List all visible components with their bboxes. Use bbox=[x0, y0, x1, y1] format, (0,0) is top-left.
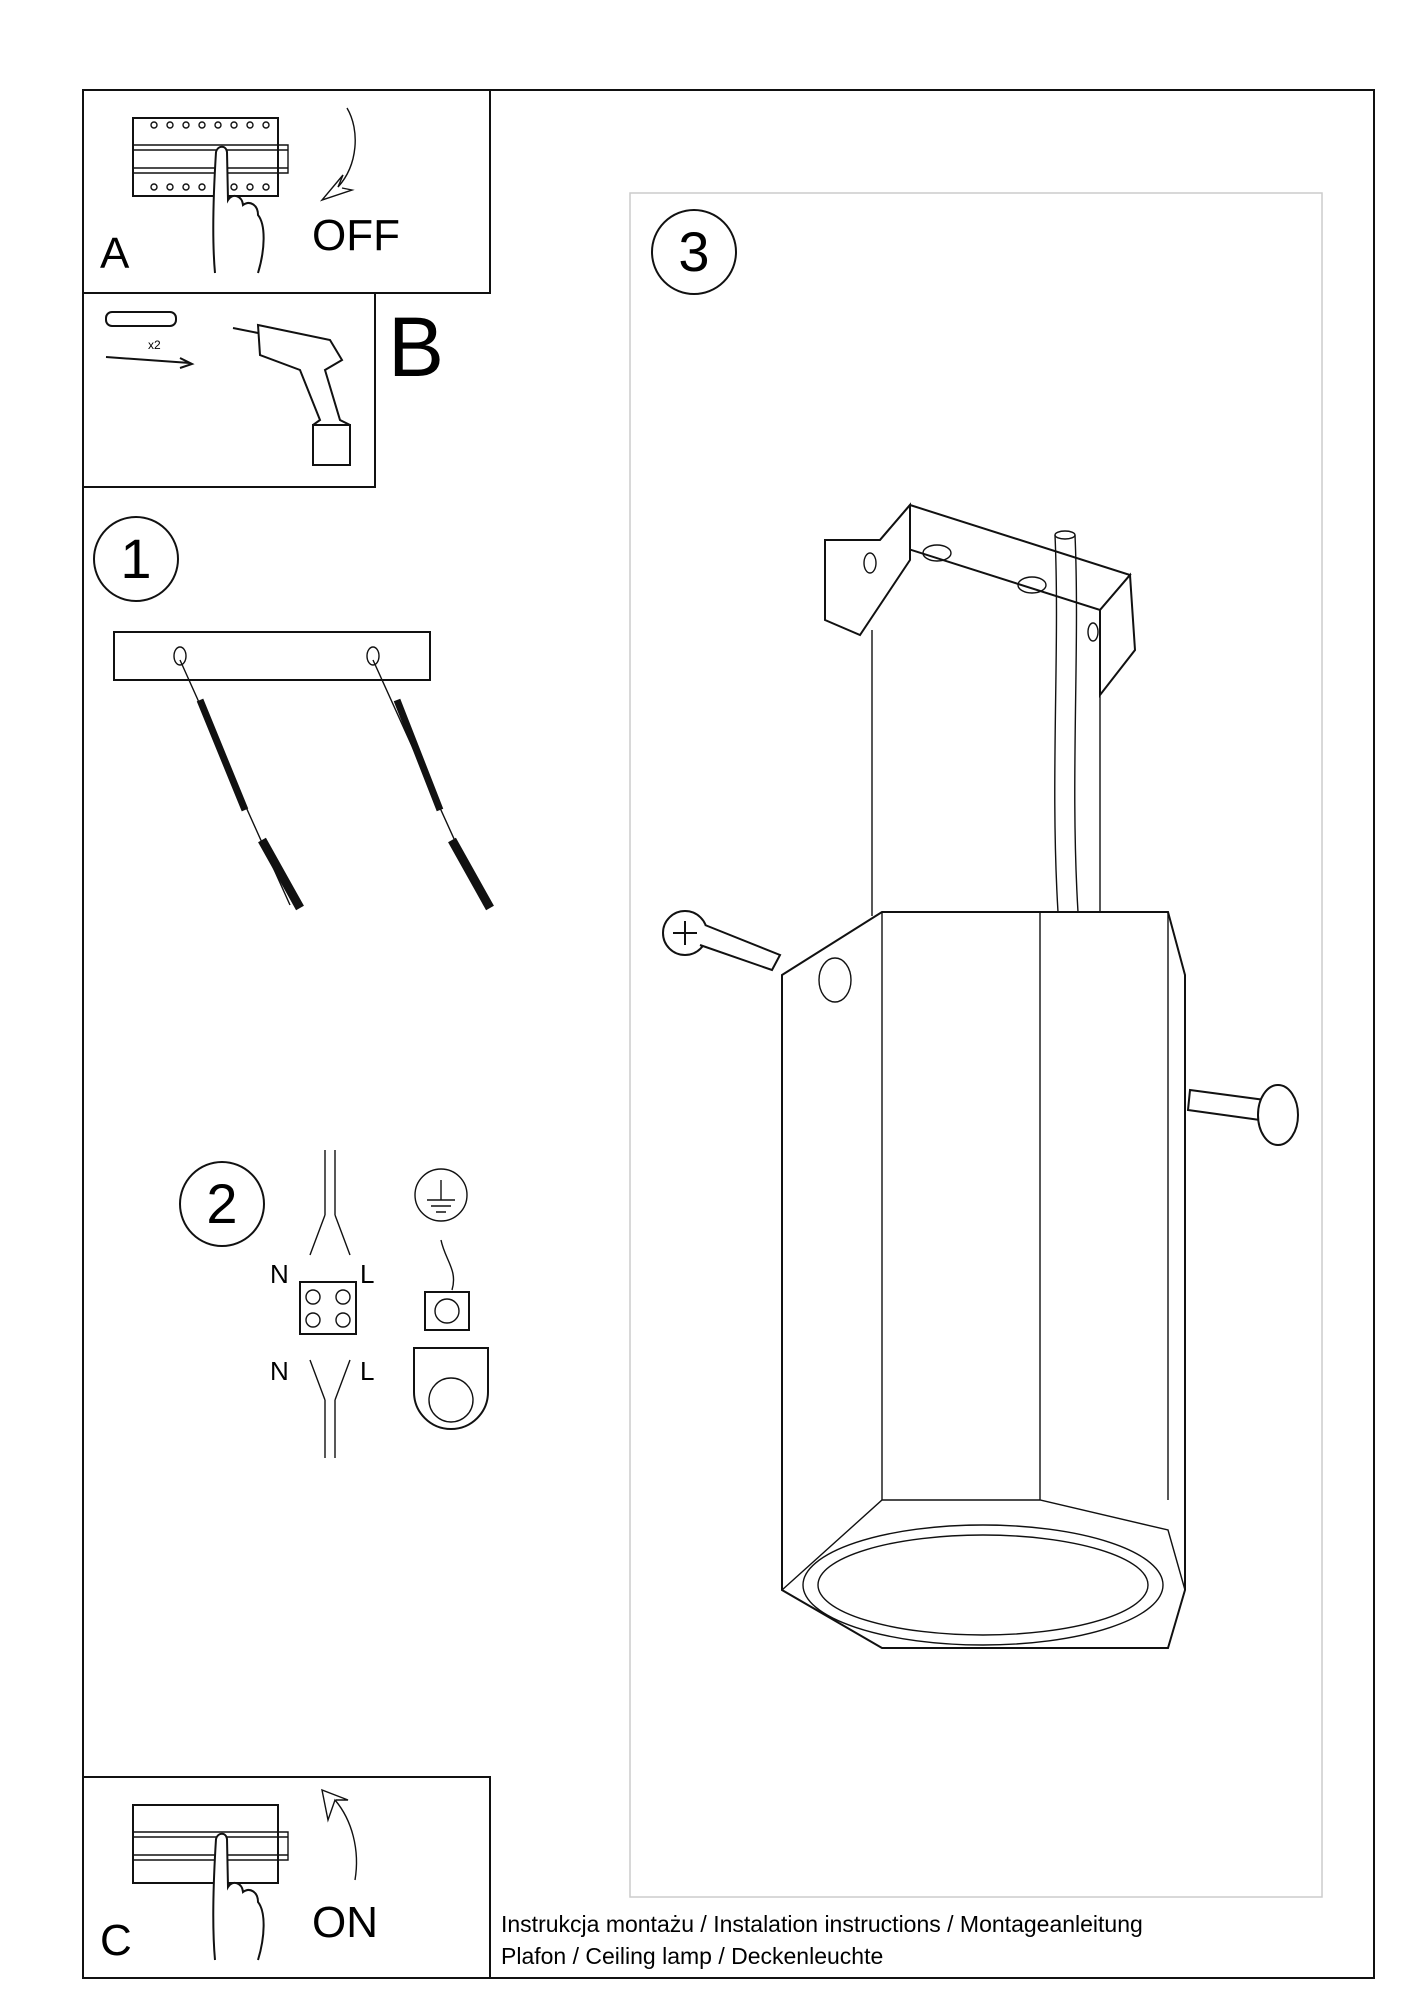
step-c-letter: C bbox=[100, 1916, 132, 1965]
step-a-letter: A bbox=[100, 229, 130, 278]
ground-terminal-icon bbox=[413, 1291, 489, 1430]
step-1: 1 bbox=[93, 516, 494, 911]
breaker-panel-icon bbox=[132, 1804, 289, 1884]
step-3: 3 bbox=[629, 192, 1323, 1898]
panel-b: x2 B bbox=[83, 293, 444, 488]
neutral-top-label: N bbox=[270, 1259, 289, 1289]
step-b-letter: B bbox=[388, 300, 444, 394]
hand-icon bbox=[212, 145, 265, 274]
step-c-on-label: ON bbox=[312, 1898, 378, 1947]
ceiling-plate-icon bbox=[113, 631, 431, 681]
wall-plug-icon bbox=[105, 311, 177, 327]
panel-c: C ON bbox=[83, 1776, 491, 1978]
neutral-bottom-label: N bbox=[270, 1356, 289, 1386]
terminal-block-icon bbox=[299, 1281, 357, 1335]
page-frame bbox=[82, 89, 1375, 1979]
screw-right-icon bbox=[1186, 1084, 1299, 1146]
step-a-off-label: OFF bbox=[312, 211, 400, 260]
live-top-label: L bbox=[360, 1259, 374, 1289]
footer-instructions: Instrukcja montażu / Instalation instruc… bbox=[501, 1911, 1143, 1937]
ground-symbol-icon bbox=[414, 1168, 468, 1222]
wire-icon bbox=[309, 1150, 351, 1256]
step-3-number: 3 bbox=[678, 220, 709, 283]
quantity-label: x2 bbox=[148, 338, 161, 352]
step-2-number: 2 bbox=[206, 1172, 237, 1235]
breaker-panel-icon bbox=[132, 117, 289, 197]
drill-icon bbox=[232, 323, 351, 466]
cable-icon bbox=[1054, 534, 1079, 913]
screw-icon bbox=[105, 356, 195, 369]
screw-left-icon bbox=[662, 910, 782, 972]
arrow-down-icon bbox=[319, 107, 356, 202]
live-bottom-label: L bbox=[360, 1356, 374, 1386]
hand-icon bbox=[212, 1832, 265, 1961]
lamp-body-icon bbox=[781, 911, 1186, 1649]
footer-product-type: Plafon / Ceiling lamp / Deckenleuchte bbox=[501, 1943, 883, 1969]
step-2: 2 N L N L bbox=[179, 1150, 489, 1458]
arrow-up-icon bbox=[321, 1788, 358, 1881]
wall-plug-icon bbox=[258, 837, 494, 911]
mounting-bracket-icon bbox=[824, 502, 1137, 698]
screw-icon bbox=[196, 698, 444, 812]
panel-a: A OFF bbox=[83, 90, 491, 294]
step-1-number: 1 bbox=[120, 527, 151, 590]
